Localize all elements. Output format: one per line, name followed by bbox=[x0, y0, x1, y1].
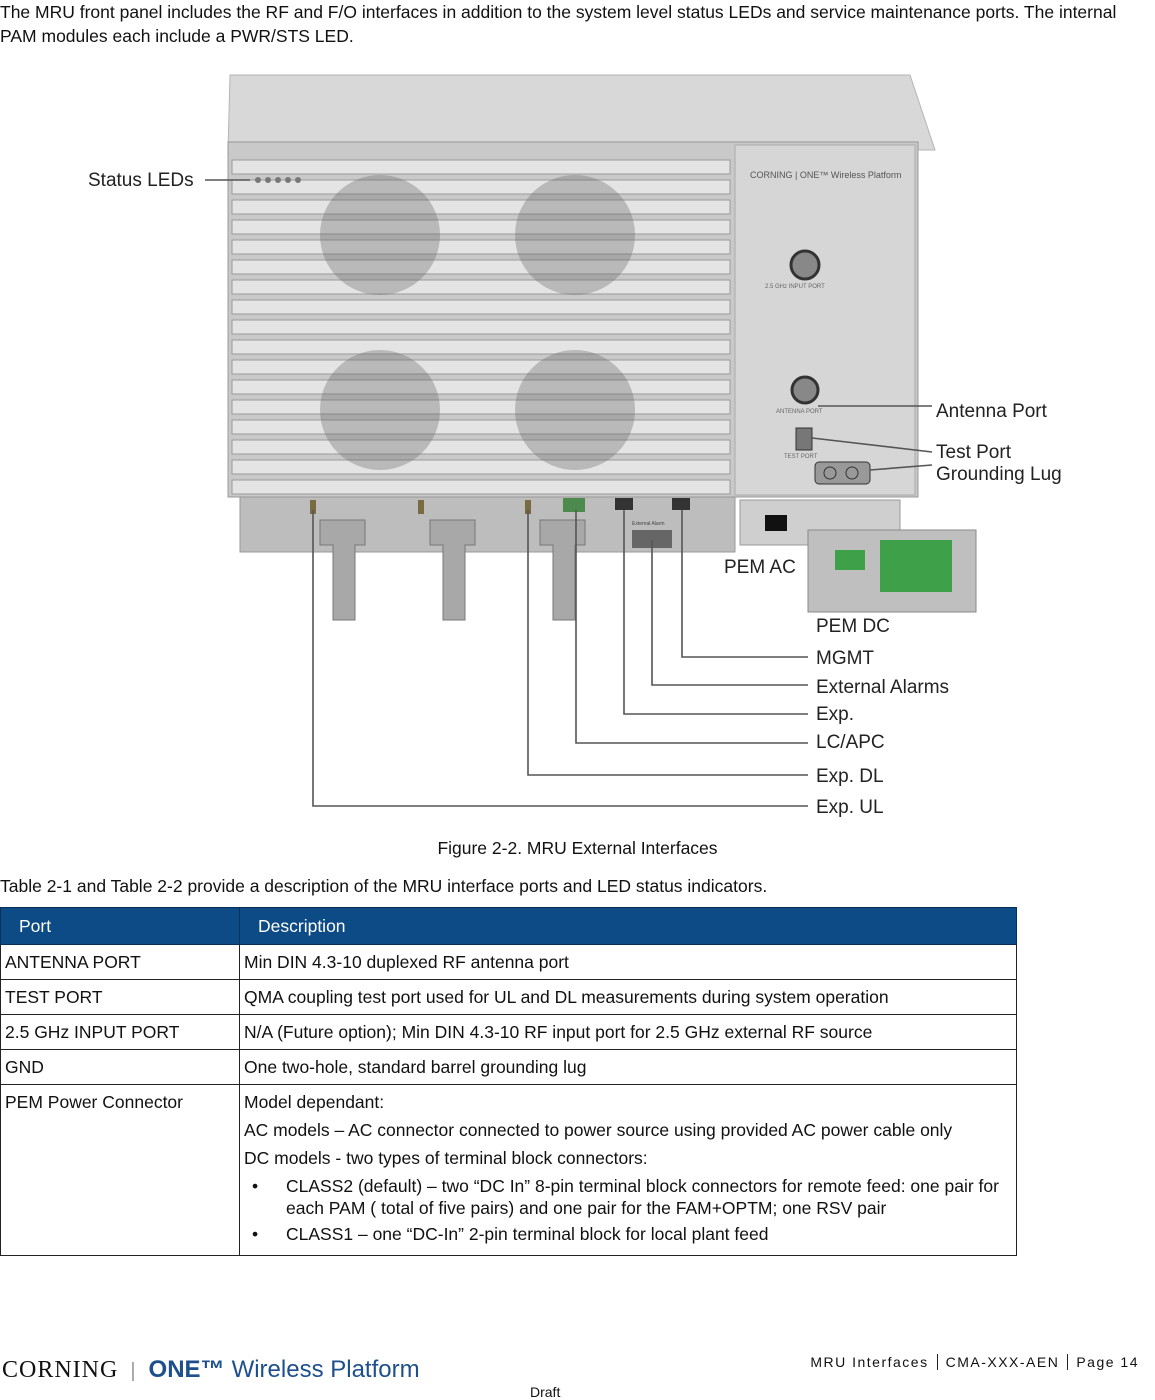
antenna-port-connector bbox=[790, 375, 820, 405]
fan-shadows bbox=[320, 175, 635, 470]
pem-bullets: CLASS2 (default) – two “DC In” 8-pin ter… bbox=[244, 1175, 1012, 1245]
mgmt-port-connector bbox=[672, 498, 690, 510]
table-header-row: Port Description bbox=[0, 907, 1017, 945]
logo-wireless-platform: Wireless Platform bbox=[231, 1356, 420, 1383]
status-led-row bbox=[255, 177, 301, 183]
grounding-lug bbox=[814, 461, 871, 485]
handles bbox=[319, 519, 586, 621]
test-port-connector bbox=[795, 427, 813, 451]
table-row: GND One two-hole, standard barrel ground… bbox=[0, 1049, 1017, 1085]
corning-logo: CORNING|ONE™ Wireless Platform bbox=[2, 1356, 420, 1383]
ext-alarm-connector bbox=[632, 530, 672, 548]
cell-port: GND bbox=[0, 1049, 240, 1085]
leader-lines bbox=[205, 179, 933, 807]
ports-table: Port Description ANTENNA PORT Min DIN 4.… bbox=[0, 907, 1017, 1256]
logo-one: ONE™ bbox=[148, 1356, 225, 1383]
antenna-port-label: ANTENNA PORT bbox=[776, 409, 823, 415]
callout-pem-dc: PEM DC bbox=[816, 616, 890, 637]
callout-exp-ul: Exp. UL bbox=[816, 797, 884, 818]
fan-grille bbox=[231, 159, 731, 495]
header-description: Description bbox=[239, 907, 1017, 945]
cell-desc: Min DIN 4.3-10 duplexed RF antenna port bbox=[239, 944, 1017, 980]
pem-line-2: AC models – AC connector connected to po… bbox=[244, 1120, 953, 1140]
table-row: TEST PORT QMA coupling test port used fo… bbox=[0, 979, 1017, 1015]
callout-lc-apc: LC/APC bbox=[816, 732, 885, 753]
cell-desc: N/A (Future option); Min DIN 4.3-10 RF i… bbox=[239, 1014, 1017, 1050]
callout-pem-ac: PEM AC bbox=[724, 557, 796, 578]
footer-doc-number: CMA-XXX-AEN bbox=[936, 1354, 1068, 1370]
list-item: CLASS1 – one “DC-In” 2-pin terminal bloc… bbox=[252, 1223, 1012, 1245]
cell-desc: One two-hole, standard barrel grounding … bbox=[239, 1049, 1017, 1085]
figure-caption: Figure 2-2. MRU External Interfaces bbox=[437, 838, 718, 858]
page-footer: CORNING|ONE™ Wireless Platform MRU Inter… bbox=[0, 1352, 1155, 1400]
ext-alarm-label: External Alarm bbox=[632, 521, 665, 527]
cell-desc: Model dependant: AC models – AC connecto… bbox=[239, 1084, 1017, 1256]
header-port: Port bbox=[0, 907, 240, 945]
callout-external-alarms: External Alarms bbox=[816, 677, 949, 698]
footer-page-number: Page 14 bbox=[1067, 1354, 1147, 1370]
cell-desc: QMA coupling test port used for UL and D… bbox=[239, 979, 1017, 1015]
fiber-connectors bbox=[310, 500, 531, 514]
lead-paragraph: Table 2-1 and Table 2-2 provide a descri… bbox=[0, 876, 768, 896]
dc-terminal-8pin bbox=[880, 540, 952, 592]
cell-port: 2.5 GHz INPUT PORT bbox=[0, 1014, 240, 1050]
cell-port: PEM Power Connector bbox=[0, 1084, 240, 1256]
pem-line-1: Model dependant: bbox=[244, 1092, 385, 1112]
logo-corning: CORNING bbox=[2, 1357, 119, 1383]
table-row: 2.5 GHz INPUT PORT N/A (Future option); … bbox=[0, 1014, 1017, 1050]
callout-mgmt: MGMT bbox=[816, 648, 874, 669]
callout-exp-dl: Exp. DL bbox=[816, 766, 884, 787]
dc-terminal-2pin bbox=[835, 550, 865, 570]
footer-section: MRU Interfaces bbox=[810, 1354, 929, 1370]
draft-mark: Draft bbox=[530, 1384, 561, 1400]
mru-figure: CORNING | ONE™ Wireless Platform 2.5 GHz… bbox=[0, 60, 1155, 830]
chassis-top bbox=[227, 74, 936, 151]
panel-brand: CORNING | ONE™ Wireless Platform bbox=[750, 170, 901, 180]
table-row: ANTENNA PORT Min DIN 4.3-10 duplexed RF … bbox=[0, 944, 1017, 980]
ac-inlet bbox=[765, 515, 787, 531]
test-port-label: TEST PORT bbox=[784, 454, 818, 460]
cell-port: ANTENNA PORT bbox=[0, 944, 240, 980]
intro-paragraph: The MRU front panel includes the RF and … bbox=[0, 2, 1117, 46]
callout-antenna-port: Antenna Port bbox=[936, 401, 1048, 422]
lc-apc-connector bbox=[563, 498, 585, 512]
input-port-connector bbox=[789, 249, 821, 281]
footer-meta: MRU Interfaces CMA-XXX-AEN Page 14 bbox=[802, 1354, 1147, 1370]
rf-panel bbox=[734, 144, 916, 496]
exp-port-connector bbox=[615, 498, 633, 510]
pem-line-3: DC models - two types of terminal block … bbox=[244, 1148, 648, 1168]
cell-port: TEST PORT bbox=[0, 979, 240, 1015]
callout-test-port: Test Port bbox=[936, 442, 1012, 463]
list-item: CLASS2 (default) – two “DC In” 8-pin ter… bbox=[252, 1175, 1012, 1219]
callout-status-leds: Status LEDs bbox=[88, 170, 194, 191]
input-port-label: 2.5 GHz INPUT PORT bbox=[765, 284, 825, 290]
callout-grounding-lug: Grounding Lug bbox=[936, 464, 1062, 485]
callout-exp: Exp. bbox=[816, 704, 854, 725]
table-row: PEM Power Connector Model dependant: AC … bbox=[0, 1084, 1017, 1256]
mru-illustration: CORNING | ONE™ Wireless Platform 2.5 GHz… bbox=[88, 74, 1062, 818]
